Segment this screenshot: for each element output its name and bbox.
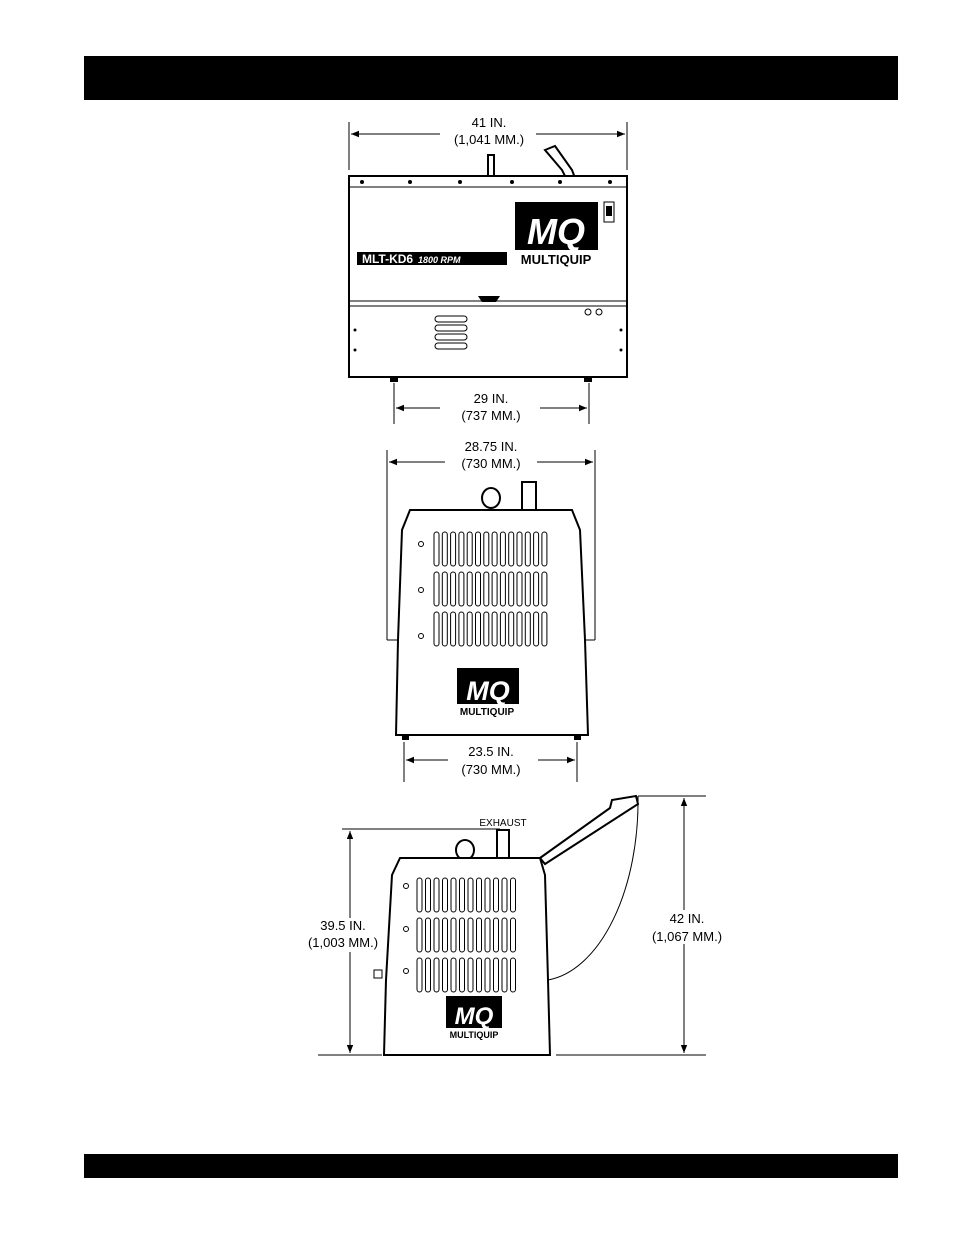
side-logo-mark: MQ: [466, 676, 510, 706]
side-exhaust: [522, 482, 536, 512]
side-brand: MULTIQUIP: [460, 707, 515, 718]
model-label: MLT-KD6: [362, 252, 413, 266]
height-logo-mark: MQ: [455, 1003, 494, 1030]
height-mm: (1,003 MM.): [308, 935, 378, 950]
height-in: 39.5 IN.: [320, 918, 366, 933]
side-lift-eye: [482, 488, 500, 508]
exhaust-label: EXHAUST: [479, 818, 526, 829]
rpm-label: 1800 RPM: [418, 255, 461, 265]
side-view: 28.75 IN. (730 MM.) MQ MULTIQUIP 23.5 IN…: [387, 439, 595, 782]
max-height-in: 42 IN.: [670, 911, 705, 926]
side-base-in: 23.5 IN.: [468, 744, 514, 759]
front-width-in: 41 IN.: [472, 115, 507, 130]
height-exhaust: [497, 830, 509, 858]
front-width-mm: (1,041 MM.): [454, 132, 524, 147]
height-view: EXHAUST 39.5 IN. (1,003 MM.) 42 IN. (1,0…: [300, 796, 732, 1055]
lift-post: [488, 155, 494, 177]
front-brand: MULTIQUIP: [521, 252, 592, 267]
side-base-mm: (730 MM.): [461, 762, 520, 777]
front-view: 41 IN. (1,041 MM.) MLT-KD6 1800 RPM MQ M…: [349, 115, 627, 424]
open-lid: [540, 796, 638, 864]
height-brand: MULTIQUIP: [450, 1030, 499, 1040]
front-exhaust-pipe: [545, 146, 575, 178]
side-width-mm: (730 MM.): [461, 456, 520, 471]
front-base-mm: (737 MM.): [461, 408, 520, 423]
side-width-in: 28.75 IN.: [465, 439, 518, 454]
front-base-in: 29 IN.: [474, 391, 509, 406]
front-logo-mark: MQ: [527, 211, 585, 252]
max-height-mm: (1,067 MM.): [652, 929, 722, 944]
